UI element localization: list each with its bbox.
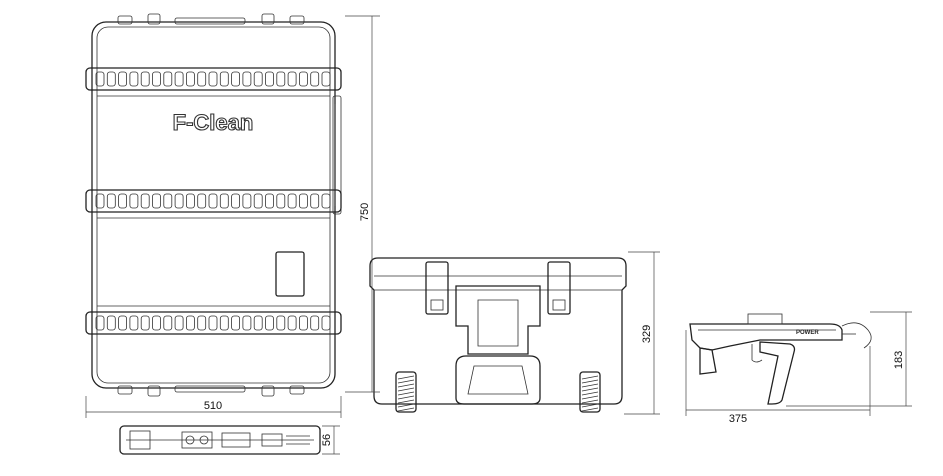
grip-rib xyxy=(152,315,161,331)
grip-rib xyxy=(242,71,252,87)
grip-rib xyxy=(185,315,195,331)
grip-rib xyxy=(118,315,127,331)
grip-rib xyxy=(310,315,320,331)
grip-rib xyxy=(129,315,139,331)
hatch-line xyxy=(581,387,599,392)
grip-rib xyxy=(118,193,127,209)
grip-rib xyxy=(197,71,207,87)
grip-rib xyxy=(310,193,320,209)
grip-rib xyxy=(106,315,116,331)
hatch-line xyxy=(581,395,599,400)
brand-logo: F-Clean xyxy=(173,110,254,135)
grip-rib xyxy=(265,71,274,87)
hatch-line xyxy=(581,375,599,380)
grip-rib xyxy=(106,193,116,209)
case-front-view xyxy=(369,257,627,413)
grip-rib xyxy=(298,315,308,331)
hatch-line xyxy=(397,403,415,408)
grip-rib xyxy=(219,193,229,209)
dim-label-329: 329 xyxy=(641,325,653,343)
grip-rib xyxy=(197,315,207,331)
grip-rib xyxy=(231,193,241,209)
grip-rib xyxy=(276,193,286,209)
hatch-line xyxy=(581,403,599,408)
grip-rib xyxy=(265,193,274,209)
label-plate xyxy=(275,251,305,297)
grip-band-top xyxy=(85,67,342,91)
grip-rib xyxy=(310,71,320,87)
grip-rib xyxy=(219,315,229,331)
dim-label-750: 750 xyxy=(359,203,371,221)
hatch-line xyxy=(397,395,415,400)
hatch-line xyxy=(581,407,599,412)
grip-rib xyxy=(163,71,173,87)
dim-label-56: 56 xyxy=(321,434,333,446)
dim-label-375: 375 xyxy=(729,413,747,425)
grip-rib xyxy=(321,71,331,87)
hatch-line xyxy=(397,375,415,380)
grip-rib xyxy=(95,193,105,209)
hatch-line xyxy=(397,391,415,396)
grip-band-middle xyxy=(85,189,342,213)
grip-rib xyxy=(287,315,297,331)
hatch-line xyxy=(397,383,415,388)
grip-rib xyxy=(197,193,207,209)
hatch-line xyxy=(581,379,599,384)
grip-rib xyxy=(174,71,184,87)
grip-rib xyxy=(95,315,105,331)
grip-rib xyxy=(253,71,263,87)
grip-rib xyxy=(140,193,150,209)
dim-label-183: 183 xyxy=(893,351,905,369)
grip-rib xyxy=(163,315,173,331)
grip-rib xyxy=(118,71,127,87)
grip-rib xyxy=(185,71,195,87)
grip-rib xyxy=(321,315,331,331)
grip-rib xyxy=(242,315,252,331)
grip-band-bottom xyxy=(85,311,342,335)
grip-rib xyxy=(219,71,229,87)
grip-rib xyxy=(265,315,274,331)
spray-gun-view: POWER xyxy=(689,313,872,405)
grip-rib xyxy=(253,315,263,331)
case-side-view xyxy=(119,425,321,455)
grip-rib xyxy=(129,193,139,209)
dimension-lines xyxy=(85,15,912,455)
grip-rib xyxy=(174,315,184,331)
grip-rib xyxy=(208,315,218,331)
hatch-line xyxy=(581,399,599,404)
grip-rib xyxy=(140,315,150,331)
grip-rib xyxy=(163,193,173,209)
hatch-line xyxy=(581,383,599,388)
grip-rib xyxy=(276,71,286,87)
grip-rib xyxy=(321,193,331,209)
grip-rib xyxy=(106,71,116,87)
grip-rib xyxy=(152,71,161,87)
hatch-line xyxy=(397,387,415,392)
grip-rib xyxy=(129,71,139,87)
hatch-line xyxy=(581,391,599,396)
grip-rib xyxy=(231,71,241,87)
hatch-line xyxy=(397,407,415,412)
grip-rib xyxy=(298,71,308,87)
grip-rib xyxy=(152,193,161,209)
grip-rib xyxy=(208,193,218,209)
grip-rib xyxy=(287,193,297,209)
grip-rib xyxy=(253,193,263,209)
grip-rib xyxy=(276,315,286,331)
grip-rib xyxy=(95,71,105,87)
gun-logo: POWER xyxy=(796,330,819,336)
grip-rib xyxy=(287,71,297,87)
grip-rib xyxy=(242,193,252,209)
dim-label-510: 510 xyxy=(204,400,222,412)
hatch-line xyxy=(397,399,415,404)
grip-rib xyxy=(298,193,308,209)
grip-rib xyxy=(140,71,150,87)
hatch-line xyxy=(397,379,415,384)
grip-rib xyxy=(174,193,184,209)
case-top-view: F-Clean xyxy=(85,13,342,397)
grip-rib xyxy=(231,315,241,331)
grip-rib xyxy=(208,71,218,87)
grip-rib xyxy=(185,193,195,209)
